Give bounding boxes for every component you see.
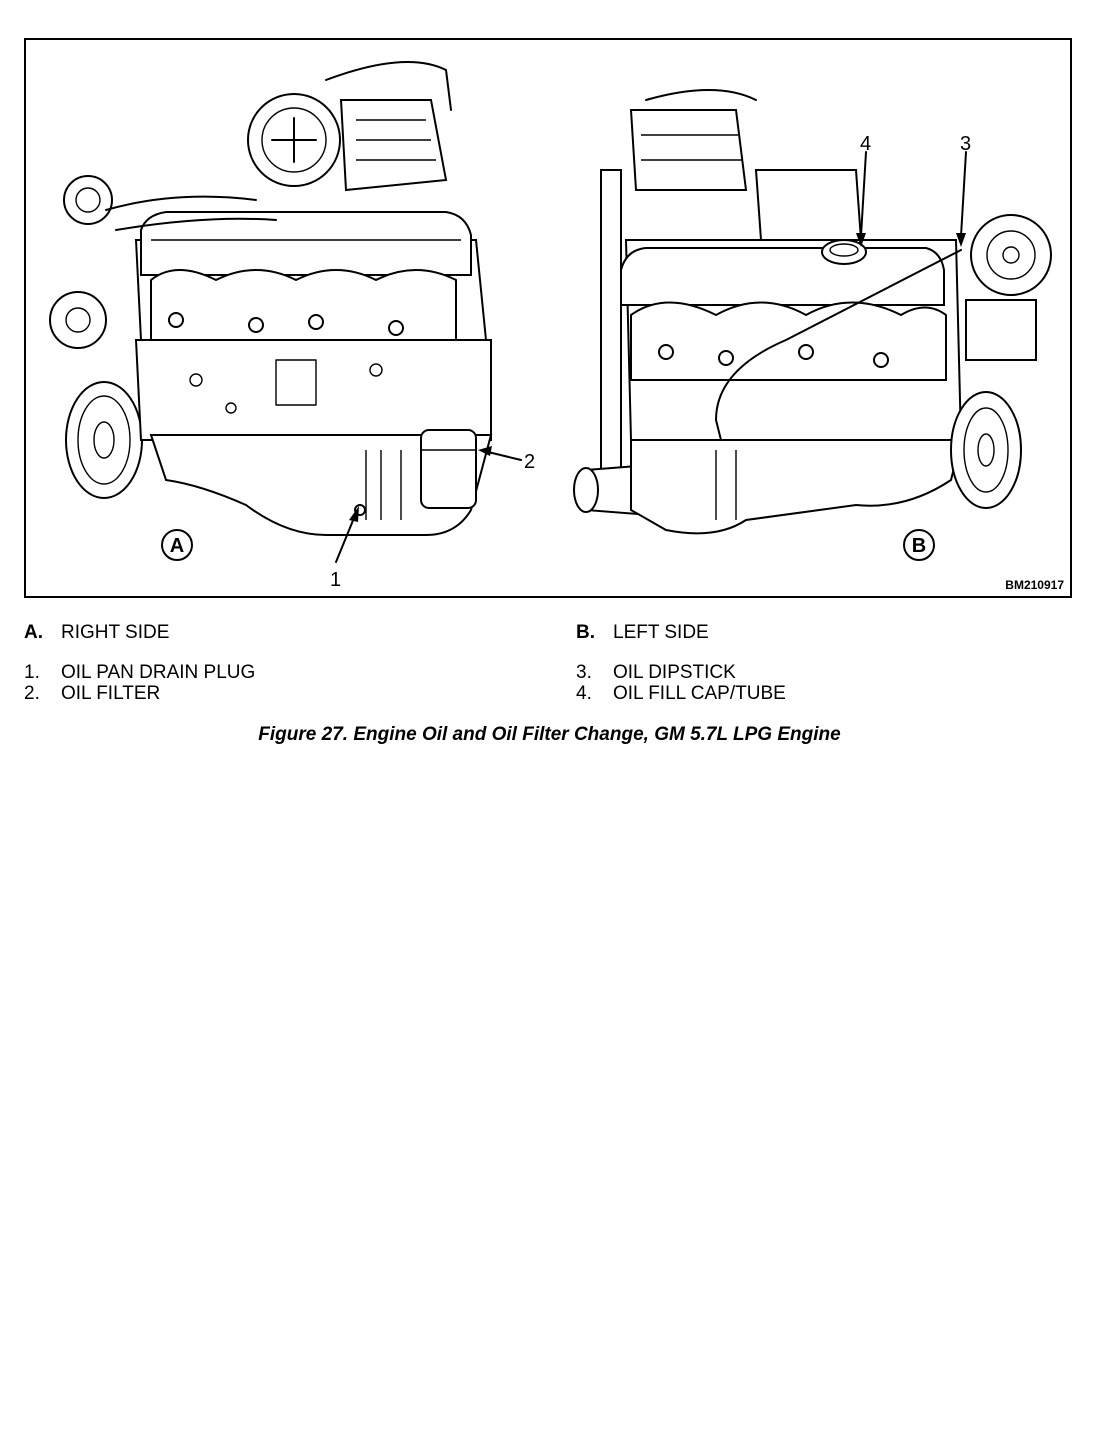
legend-item-2-num: 2. bbox=[24, 683, 40, 704]
legend-item-2: 2. OIL FILTER bbox=[24, 683, 255, 704]
legend-view-a-label: RIGHT SIDE bbox=[61, 622, 170, 643]
callout-2-label: 2 bbox=[524, 451, 535, 473]
legend-item-3-num: 3. bbox=[576, 662, 592, 683]
legend-view-a: A. RIGHT SIDE bbox=[24, 622, 255, 643]
engine-left-side-drawing bbox=[573, 89, 1052, 535]
view-b-letter: B bbox=[912, 535, 926, 557]
legend-right: B. LEFT SIDE 3. OIL DIPSTICK 4. OIL FILL CA… bbox=[576, 622, 786, 704]
legend-item-1-label: OIL PAN DRAIN PLUG bbox=[61, 662, 256, 683]
callout-4-label: 4 bbox=[860, 133, 871, 155]
figure-id-code: BM210917 bbox=[1005, 578, 1064, 592]
legend-item-4: 4. OIL FILL CAP/TUBE bbox=[576, 683, 786, 704]
legend-view-a-key: A. bbox=[24, 622, 43, 643]
view-a-letter: A bbox=[170, 535, 184, 557]
legend-item-3-label: OIL DIPSTICK bbox=[613, 662, 736, 683]
view-b-marker bbox=[903, 529, 935, 561]
callout-1-label: 1 bbox=[330, 569, 341, 591]
legend-item-1: 1. OIL PAN DRAIN PLUG bbox=[24, 662, 255, 683]
view-a-marker bbox=[161, 529, 193, 561]
callout-3-label: 3 bbox=[960, 133, 971, 155]
legend-item-1-num: 1. bbox=[24, 662, 40, 683]
legend-view-b-key: B. bbox=[576, 622, 595, 643]
legend-view-b: B. LEFT SIDE bbox=[576, 622, 786, 643]
engine-figure: 1 2 3 4 A B BM210917 bbox=[24, 38, 1072, 598]
figure-caption: Figure 27. Engine Oil and Oil Filter Cha… bbox=[258, 724, 841, 745]
legend-item-4-num: 4. bbox=[576, 683, 592, 704]
legend-item-3: 3. OIL DIPSTICK bbox=[576, 662, 786, 683]
engine-illustration: 1 2 3 4 A B bbox=[49, 61, 1052, 591]
legend-left: A. RIGHT SIDE 1. OIL PAN DRAIN PLUG 2. OIL … bbox=[24, 622, 255, 704]
callout-leaders bbox=[335, 151, 967, 563]
legend-item-2-label: OIL FILTER bbox=[61, 683, 161, 704]
engine-right-side-drawing bbox=[49, 61, 493, 536]
legend-item-4-label: OIL FILL CAP/TUBE bbox=[613, 683, 786, 704]
legend-view-b-label: LEFT SIDE bbox=[613, 622, 709, 643]
